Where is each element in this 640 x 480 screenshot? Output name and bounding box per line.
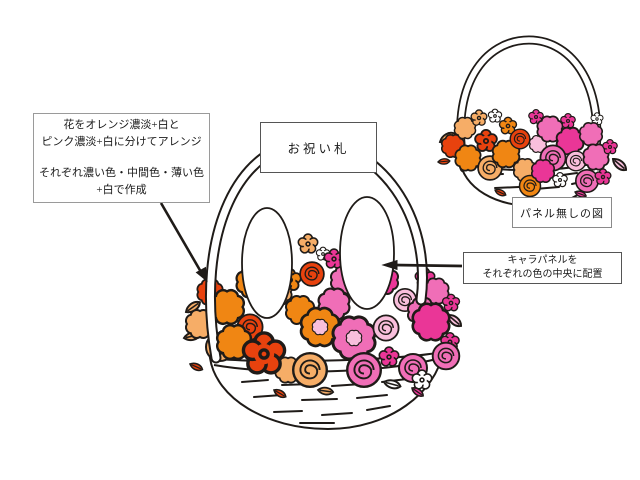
left-panel-cutout [241,207,293,319]
panel-placement-note-box: キャラパネルを それぞれの色の中央に配置 [463,252,622,284]
small-basket-illustration [437,35,627,208]
panel-note-line: キャラパネルを [507,254,578,266]
arrange-note-line: それぞれ濃い色・中間色・薄い色 [39,166,204,179]
arrange-note-line: 花をオレンジ濃淡+白と [63,119,180,132]
no-panel-figure-label: パネル無しの図 [512,197,612,228]
arrange-note-line: ピンク濃淡+白に分けてアレンジ [41,136,202,149]
arrange-note-box: 花をオレンジ濃淡+白と ピンク濃淡+白に分けてアレンジ それぞれ濃い色・中間色・… [33,113,210,203]
celebration-tag-box: お祝い札 [260,122,377,173]
right-panel-cutout [339,196,395,310]
panel-note-line: それぞれの色の中央に配置 [482,269,603,280]
main-basket-illustration [182,136,465,431]
small-basket-handle [456,35,602,173]
no-panel-figure-text: パネル無しの図 [520,207,604,220]
celebration-tag-label: お祝い札 [287,142,350,156]
arrange-note-line: +白で作成 [96,183,147,196]
